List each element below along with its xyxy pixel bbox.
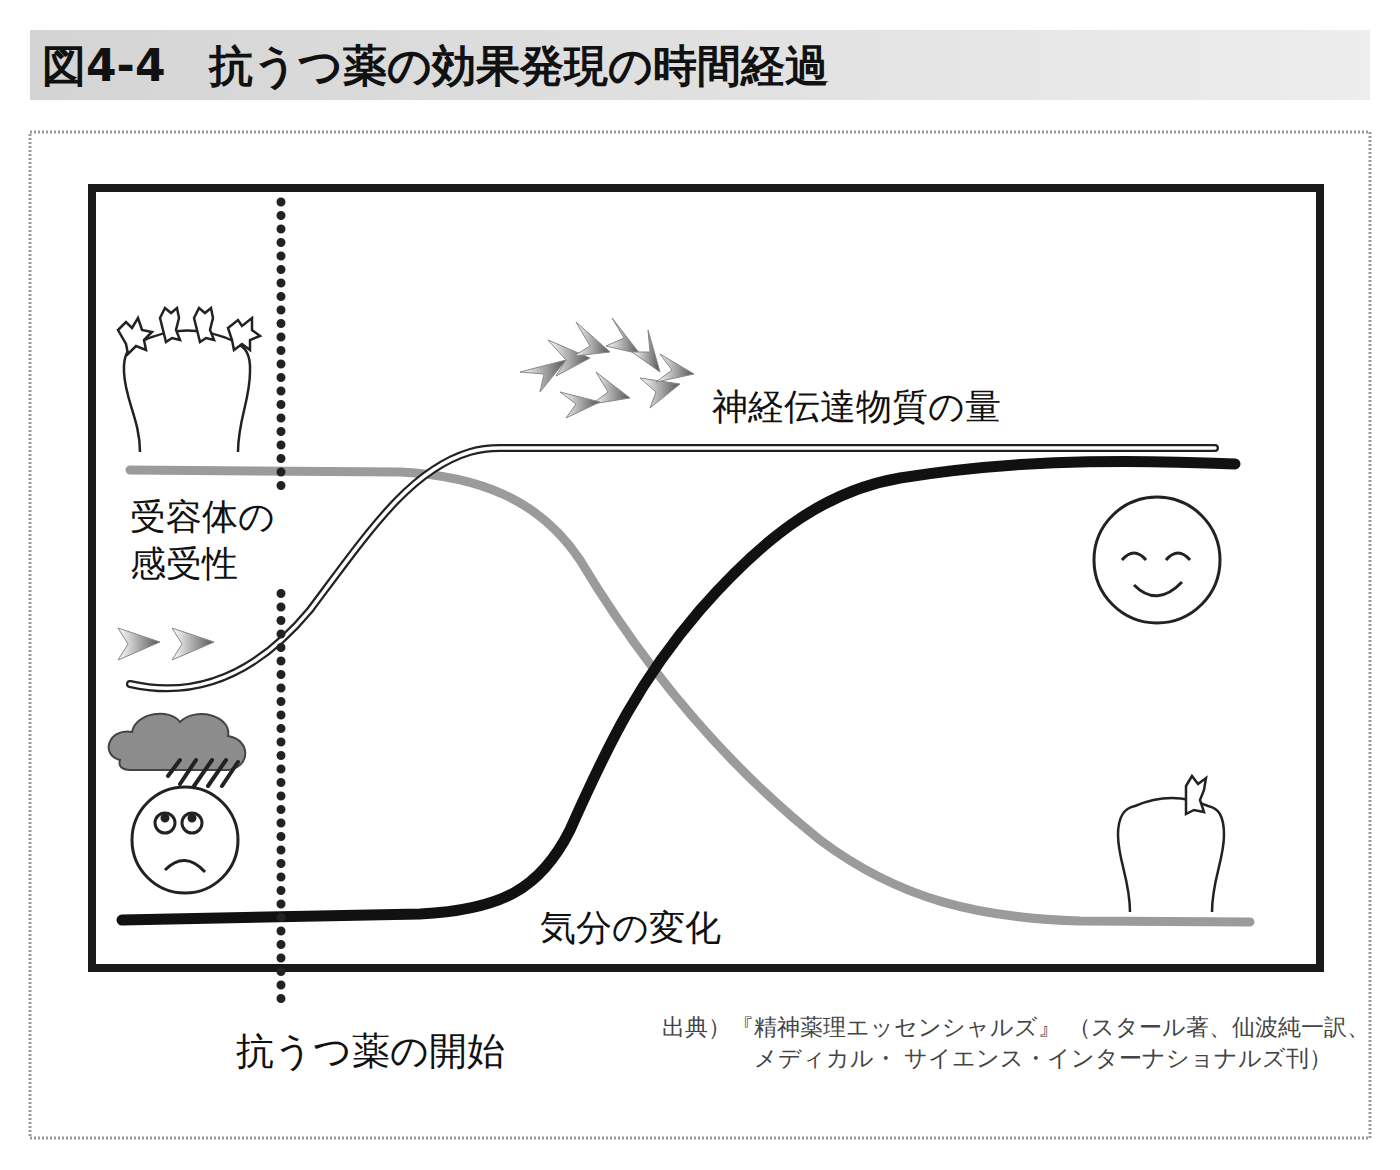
rain-cloud <box>109 714 246 786</box>
start-dotted-line <box>277 202 286 1008</box>
terminal-many-receptors <box>118 308 260 452</box>
happy-face <box>1094 497 1220 623</box>
transmitter-arrows-few <box>118 628 214 660</box>
mood-label: 気分の変化 <box>536 905 725 950</box>
receptor-label: 受容体の 感受性 <box>126 494 304 588</box>
sad-face <box>132 787 238 893</box>
transmitter-arrows-many <box>520 318 694 418</box>
figure-title: 図4-4 抗うつ薬の効果発現の時間経過 <box>42 38 830 93</box>
start-label: 抗うつ薬の開始 <box>236 1028 505 1076</box>
terminal-few-receptors <box>1118 776 1224 912</box>
source-note: 出典）『精神薬理エッセンシャルズ』 （スタール著、仙波純一訳、メディカル・ サイ… <box>662 1012 1394 1074</box>
title-band <box>30 30 1370 100</box>
outer-frame <box>30 132 1370 1138</box>
plot-frame <box>92 188 1320 968</box>
transmitter-label: 神経伝達物質の量 <box>708 384 1005 429</box>
mood-curve <box>122 461 1235 920</box>
